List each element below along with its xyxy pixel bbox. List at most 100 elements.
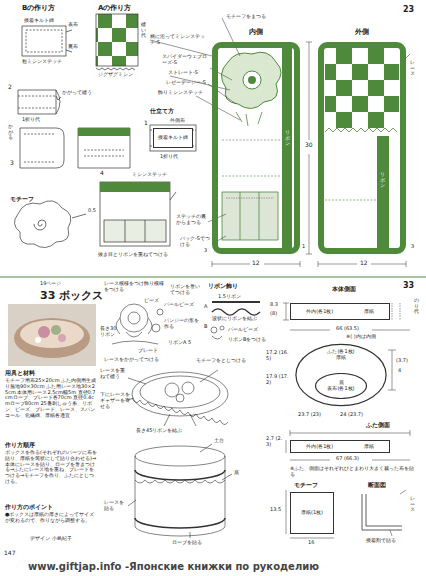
- node-text: 外内(各1枚): [306, 444, 333, 450]
- heading-label: 作り方順序: [5, 442, 35, 449]
- annotation-label: パンジーの形を作る: [164, 318, 200, 330]
- drawing-stroke: [176, 394, 184, 402]
- annotation-label: 接着剤で貼る: [366, 538, 396, 544]
- annotation-label: 縫い代: [141, 22, 146, 39]
- drawing-stroke: [282, 48, 292, 248]
- drawing-stroke: [56, 96, 61, 100]
- annotation-label: リボンBをつける: [228, 337, 266, 343]
- annotation-label: 8.3: [270, 302, 278, 308]
- annotation-label: (8): [270, 311, 277, 317]
- heading-label: www.giftjap.info -Японские книжки по рук…: [28, 561, 319, 573]
- annotation-label: 1折り代: [160, 154, 178, 160]
- heading-label: 断面図: [368, 482, 386, 489]
- drawing-stroke: [318, 261, 406, 267]
- drawing-stroke: [35, 337, 41, 343]
- annotation-label: ストレート-S: [168, 70, 198, 76]
- drawing-stroke: [140, 376, 220, 408]
- drawing-stroke: [220, 326, 224, 330]
- oval-outline: [316, 374, 367, 399]
- drawing-stroke: [128, 444, 232, 538]
- drawing-stroke: [388, 350, 396, 390]
- drawing-stroke: [14, 318, 90, 358]
- annotation-label: 波状にリボンを結ぶ: [212, 316, 257, 322]
- drawing-stroke: [72, 214, 86, 218]
- annotation-label: 16: [308, 540, 314, 546]
- drawing-stroke: [132, 398, 228, 425]
- drawing-stroke: [325, 200, 376, 201]
- drawing-stroke: [150, 125, 196, 151]
- drawing-stroke: [212, 261, 300, 267]
- drawing-stroke: [116, 318, 152, 337]
- annotation-label: 下にレースをギャザーを寄せる: [100, 392, 130, 409]
- heading-label: Bの作り方: [22, 4, 55, 12]
- box-photo: [8, 304, 96, 366]
- node-text: 厚紙: [336, 355, 346, 361]
- annotation-label: 147: [4, 550, 15, 557]
- annotation-label: 23.7 (23): [298, 412, 321, 418]
- drawing-stroke: [212, 309, 260, 315]
- drawing-stroke: [120, 304, 148, 332]
- annotation-label: 1.5リボン: [218, 294, 241, 300]
- drawing-stroke: [51, 325, 61, 335]
- drawing-stroke: [34, 220, 46, 230]
- inner-piece: 内側: [212, 42, 300, 254]
- annotation-label: 裏布: [68, 44, 78, 50]
- drawing-stroke: [135, 456, 225, 536]
- annotation-label: 66 (63.5): [334, 326, 361, 332]
- drawing-stroke: [390, 490, 406, 536]
- dimension-lines: [150, 18, 406, 267]
- drawing-stroke: [135, 446, 225, 466]
- node-text: 厚紙(1枚): [301, 510, 323, 516]
- drawing-stroke: [182, 382, 194, 394]
- drawing-stroke: [14, 201, 70, 248]
- drawing-stroke: [26, 30, 62, 52]
- drawing-stroke: [170, 192, 176, 200]
- drawing-stroke: [58, 334, 66, 342]
- drawing-stroke: [135, 470, 225, 480]
- drawing-stroke: [24, 134, 54, 162]
- annotation-label: 30: [305, 142, 313, 149]
- annotation-label: レース: [410, 60, 415, 77]
- drawing-stroke: [243, 71, 261, 89]
- annotation-label: リボンを巻いてつける: [170, 284, 204, 296]
- drawing-stroke: [56, 90, 60, 114]
- drawing-stroke: [286, 490, 334, 538]
- step-sketches: [14, 14, 196, 248]
- drawing-stroke: [226, 198, 274, 199]
- side-panel-strip: 外内(各1枚)厚紙: [290, 303, 390, 320]
- annotation-label: 17.9 (17.2): [266, 374, 290, 386]
- organizer-pieces: [221, 48, 410, 248]
- drawing-stroke: [100, 182, 170, 246]
- heading-label: モチーフ: [10, 196, 34, 203]
- annotation-label: 外側布: [170, 118, 185, 124]
- annotation-label: ※( )内は内側: [346, 334, 376, 340]
- annotation-label: モチーフをとじつける: [196, 358, 246, 364]
- drawing-stroke: [222, 192, 278, 240]
- annotation-label: 4: [398, 368, 401, 374]
- heading-label: 33: [403, 281, 414, 290]
- annotation-label: 0.5: [88, 208, 96, 214]
- drawing-stroke: [236, 112, 262, 126]
- annotation-label: 3: [10, 160, 14, 167]
- annotation-label: 粗ミシンステッチ: [22, 59, 62, 65]
- node-text: 厚紙: [364, 444, 374, 450]
- heading-label: 用具と材料: [5, 370, 35, 377]
- quilt-batting-box: 接着キルト綿: [153, 128, 193, 148]
- annotation-label: 1: [302, 244, 305, 250]
- annotation-label: ボックスを作る(それぞれのパーツに布を貼り、厚紙を筒状にして貼り合わせる)→本体…: [5, 450, 97, 485]
- drawing-stroke: [211, 327, 217, 333]
- annotation-label: B: [204, 324, 207, 330]
- annotation-label: スパイダーウェブローズ-S: [162, 54, 208, 66]
- outer-piece: 外側: [318, 42, 406, 254]
- annotation-label: 抜き目とリボンを重ねてつける: [98, 252, 168, 258]
- oval-outline: [296, 344, 386, 405]
- annotation-label: パールビーズ: [164, 302, 194, 308]
- drawing-stroke: [212, 336, 222, 339]
- lid-side-strip: 外内(各1枚) 厚紙: [290, 440, 390, 453]
- annotation-label: パールビーズ: [228, 327, 258, 333]
- annotation-label: 長さ30リボン: [100, 326, 118, 338]
- heading-label: 作り方のポイント: [5, 504, 53, 511]
- annotation-label: レース模様をつけ飾り模様をつける: [104, 281, 166, 293]
- annotation-label: 19ページ: [40, 281, 61, 287]
- heading-label: 仕立て方: [150, 108, 174, 115]
